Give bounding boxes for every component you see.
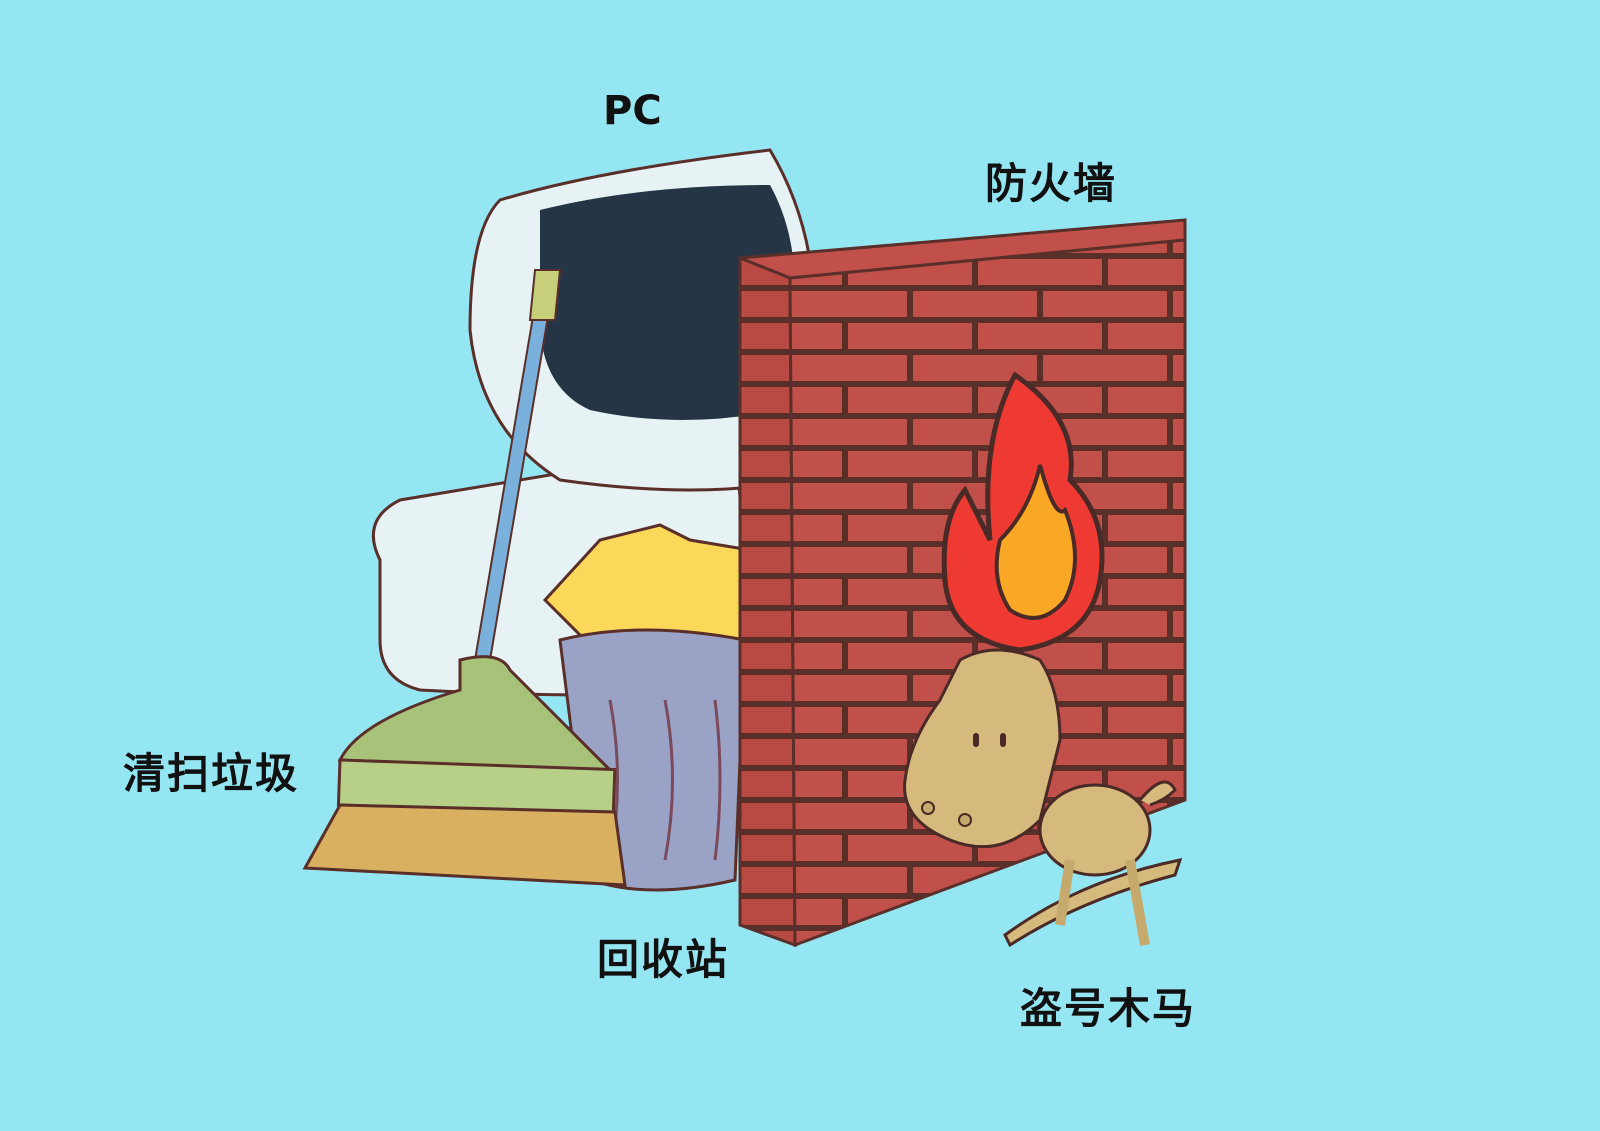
monitor-screen [540, 185, 795, 420]
broom-label: 清扫垃圾 [123, 749, 300, 798]
recycle-bin-label: 回收站 [597, 935, 730, 984]
broom [302, 269, 627, 887]
trojan-horse-icon [903, 648, 1183, 948]
pc-label: PC [603, 88, 662, 134]
pc-monitor [371, 148, 812, 697]
flame-icon [941, 371, 1105, 653]
trojan-horse-label: 盗号木马 [1020, 984, 1197, 1033]
firewall-label: 防火墙 [985, 159, 1118, 208]
